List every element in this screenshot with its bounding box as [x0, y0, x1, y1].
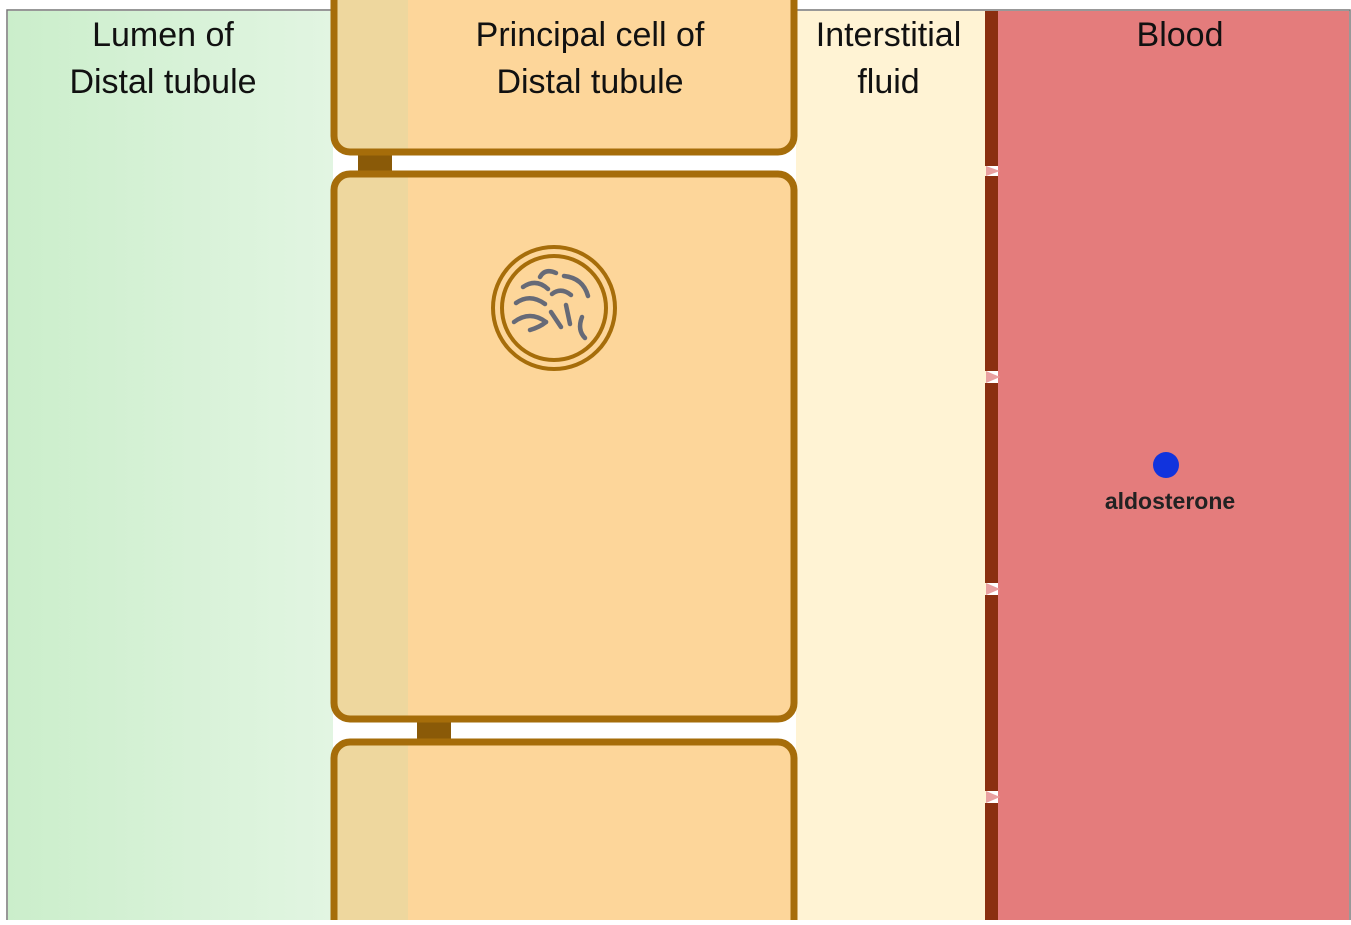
endothelial-segment	[985, 383, 998, 583]
blood-label-line1: Blood	[1136, 16, 1224, 54]
lumen-label: Lumen of Distal tubule	[8, 12, 318, 106]
interstitial-label: Interstitial fluid	[795, 12, 982, 106]
principal-cell-label-line1: Principal cell of	[475, 16, 705, 54]
chromatin	[511, 268, 591, 341]
endothelial-gap	[986, 371, 1000, 383]
endothelial-gap	[986, 166, 1000, 176]
principal-cell-bottom	[330, 738, 798, 925]
endothelial-segment	[985, 11, 998, 166]
endothelial-segment	[985, 803, 998, 925]
interstitial-region	[796, 11, 986, 925]
principal-cell-top	[330, 0, 798, 156]
endothelial-segment	[985, 595, 998, 791]
endothelial-gap	[986, 791, 1000, 803]
aldosterone-dot	[1153, 452, 1179, 478]
lumen-label-line1: Lumen of	[92, 16, 234, 54]
aldosterone-label: aldosterone	[1104, 488, 1236, 514]
principal-cell-label: Principal cell of Distal tubule	[400, 12, 780, 106]
lumen-region	[8, 11, 333, 925]
nucleus	[491, 245, 617, 371]
interstitial-label-line1: Interstitial	[815, 16, 962, 54]
lumen-label-line2: Distal tubule	[69, 63, 257, 101]
endothelial-gap	[986, 583, 1000, 595]
principal-cell-label-line2: Distal tubule	[496, 63, 684, 101]
capillary-wall	[985, 11, 1000, 925]
interstitial-label-line2: fluid	[857, 63, 920, 101]
blood-label: Blood	[1010, 12, 1350, 59]
endothelial-segment	[985, 176, 998, 371]
